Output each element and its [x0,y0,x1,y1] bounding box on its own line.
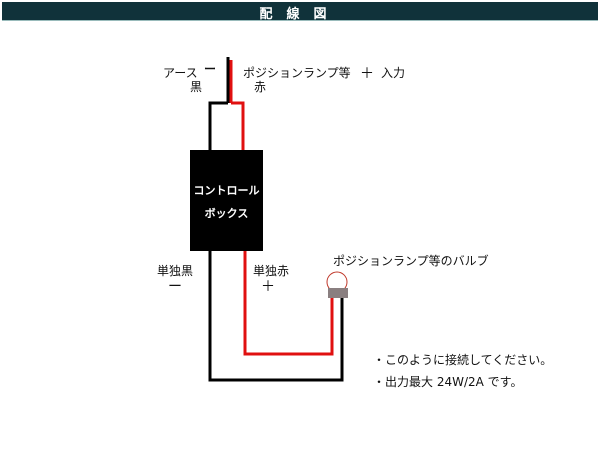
control-box-line1: コントロール [193,184,260,197]
title-bar: 配線図 [2,2,598,22]
ground-minus-sign: ー [204,62,217,76]
ground-label: アース [163,66,198,80]
bulb-socket [328,288,348,298]
ground-color-label: 黒 [190,80,203,94]
control-box: コントロール ボックス [190,150,263,251]
diagram-title: 配線図 [259,7,341,22]
output-red-wire [243,251,334,356]
position-lamp-label: ポジションランプ等 [243,66,351,80]
position-color-label: 赤 [254,80,267,94]
input-plus-sign: ＋ [360,66,374,82]
red-branch [231,101,245,150]
output-red-label: 単独赤 [253,264,290,278]
input-label: 入力 [381,66,406,80]
bulb-label: ポジションランプ等のバルブ [333,254,489,268]
output-minus-sign: ー [168,279,182,295]
output-black-wire [208,251,344,382]
output-plus-sign: ＋ [261,279,275,295]
control-box-line2: ボックス [204,207,249,220]
black-branch [208,101,228,150]
note-2: ・出力最大 24W/2A です。 [373,375,523,389]
note-1: ・このように接続してください。 [373,353,553,367]
output-black-label: 単独黒 [157,264,194,278]
